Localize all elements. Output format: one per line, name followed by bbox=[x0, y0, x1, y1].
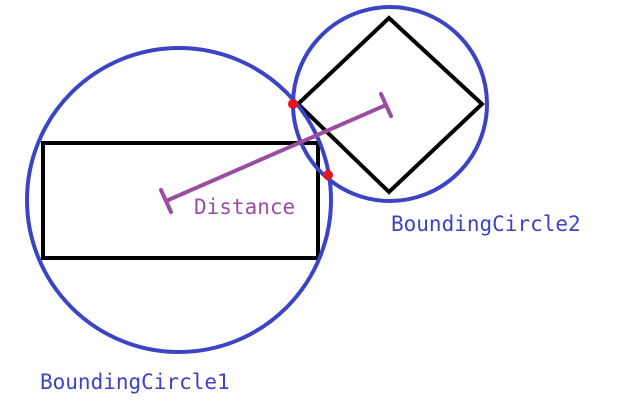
distance-label: Distance bbox=[194, 195, 295, 219]
bounding-circle-1-label: BoundingCircle1 bbox=[40, 370, 230, 394]
distance-line bbox=[159, 92, 393, 214]
diamond-shape bbox=[295, 15, 485, 195]
distance-end-cap bbox=[379, 92, 393, 118]
distance-line-segment bbox=[164, 103, 388, 203]
rectangle-shape bbox=[41, 141, 320, 260]
intersection-point-bottom bbox=[323, 170, 333, 180]
distance-start-cap bbox=[159, 188, 173, 214]
bounding-circle-2-label: BoundingCircle2 bbox=[391, 212, 581, 236]
bounding-circle-2 bbox=[291, 5, 489, 203]
intersection-point-top bbox=[288, 99, 298, 109]
bounding-circle-1 bbox=[25, 46, 333, 354]
